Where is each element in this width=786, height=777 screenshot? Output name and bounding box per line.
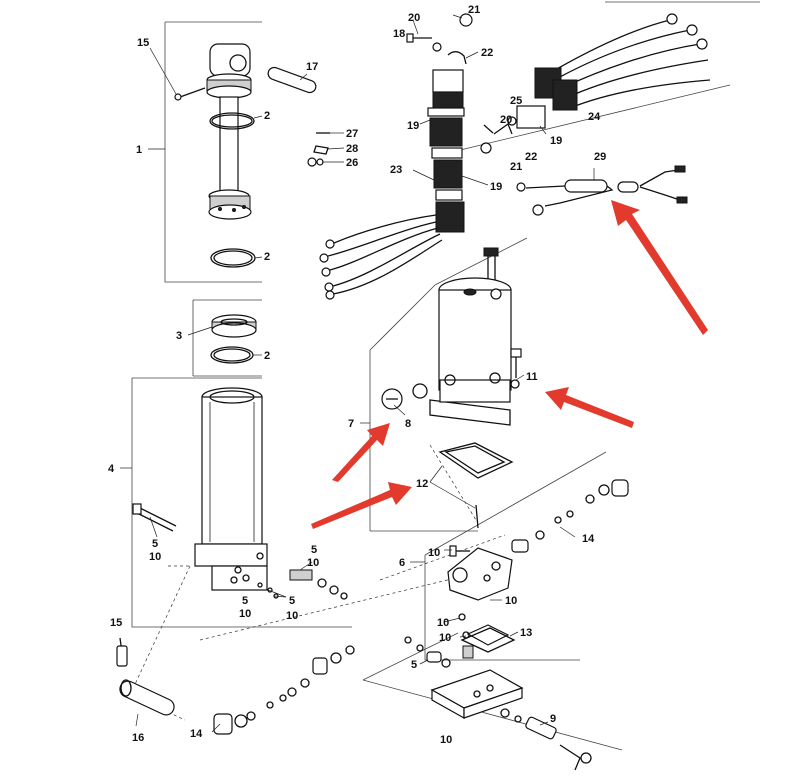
callout-6: 6 [399,557,405,569]
pin-16 [119,679,175,716]
callout-12: 12 [416,478,428,490]
highlight-arrows [311,200,708,529]
callout-2: 2 [264,110,270,122]
callout-26: 26 [346,157,358,169]
callout-20: 20 [408,12,420,24]
pin-17 [267,66,317,94]
callout-10: 10 [440,734,452,746]
frame-lines [129,1,760,751]
callout-22: 22 [481,47,493,59]
callout-27: 27 [346,128,358,140]
screw-motor-base [475,504,479,529]
manifold-fittings-center [404,636,451,668]
callout-8: 8 [405,418,411,430]
reservoir-base [430,669,524,720]
callout-21: 21 [510,161,522,173]
callout-11: 11 [526,371,538,383]
cable-29 [516,165,688,216]
callout-3: 3 [176,330,182,342]
callout-9: 9 [550,713,556,725]
callout-10: 10 [439,632,451,644]
callout-10: 10 [307,557,319,569]
fill-plug-8 [381,383,428,410]
callout-24: 24 [588,111,601,123]
pump-fittings-right [511,479,629,553]
callout-7: 7 [348,418,354,430]
callout-20: 20 [500,114,512,126]
screw-15-bottom [116,637,128,667]
callout-14: 14 [190,728,203,740]
piston-assembly [211,314,257,338]
callout-25: 25 [510,95,522,107]
pump-body [447,545,513,601]
callout-17: 17 [306,61,318,73]
cylinder-check-valves [257,569,348,600]
callout-21: 21 [468,4,480,16]
callout-5: 5 [411,659,417,671]
rod-assembly [206,43,252,220]
callout-13: 13 [520,627,532,639]
o-ring-seal [209,112,255,130]
arrow-to-8 [332,423,390,482]
o-ring-piston [210,346,254,364]
callout-2: 2 [264,251,270,263]
gasket-12 [438,442,514,479]
callout-2: 2 [264,350,270,362]
callout-10: 10 [239,608,251,620]
callout-10: 10 [437,617,449,629]
callout-5: 5 [242,595,248,607]
pump-motor [429,247,512,426]
callout-15: 15 [110,617,122,629]
callout-10: 10 [505,595,517,607]
callout-19: 19 [407,120,419,132]
o-ring-seal-lower [210,248,256,268]
callout-16: 16 [132,732,144,744]
arrow-to-11 [545,387,634,428]
callout-22: 22 [525,151,537,163]
callout-19: 19 [550,135,562,147]
leader-lines [120,14,595,733]
callout-5: 5 [311,544,317,556]
wire-harness-left [319,214,443,300]
callout-23: 23 [390,164,402,176]
relay-small [480,105,546,154]
callout-5: 5 [289,595,295,607]
callout-10: 10 [286,610,298,622]
callout-5: 5 [152,538,158,550]
manifold-fittings-left [213,645,355,735]
callout-18: 18 [393,28,405,40]
callout-19: 19 [490,181,502,193]
callout-29: 29 [594,151,606,163]
callout-28: 28 [346,143,358,155]
callout-10: 10 [428,547,440,559]
small-hardware-26-28 [307,132,330,167]
callout-15: 15 [137,37,149,49]
callout-4: 4 [108,463,115,475]
cylinder-body [194,387,268,591]
relay-middle [429,117,465,233]
bolt-11 [510,348,522,389]
wire-harness-right [534,13,711,111]
callout-labels: 20 21 18 22 15 17 2 1 2 27 28 26 19 25 2… [108,4,606,746]
relay-upper [427,69,465,117]
callout-14: 14 [582,533,595,545]
callout-1: 1 [136,144,142,156]
relay-bracket [406,13,473,65]
screw-15-top [174,87,206,101]
arrow-to-29 [611,200,708,335]
manual-release-valve-9 [500,708,592,771]
bolt-cylinder [132,503,177,532]
callout-10: 10 [149,551,161,563]
filter-cover-13 [458,613,516,659]
arrow-to-12 [311,482,412,529]
